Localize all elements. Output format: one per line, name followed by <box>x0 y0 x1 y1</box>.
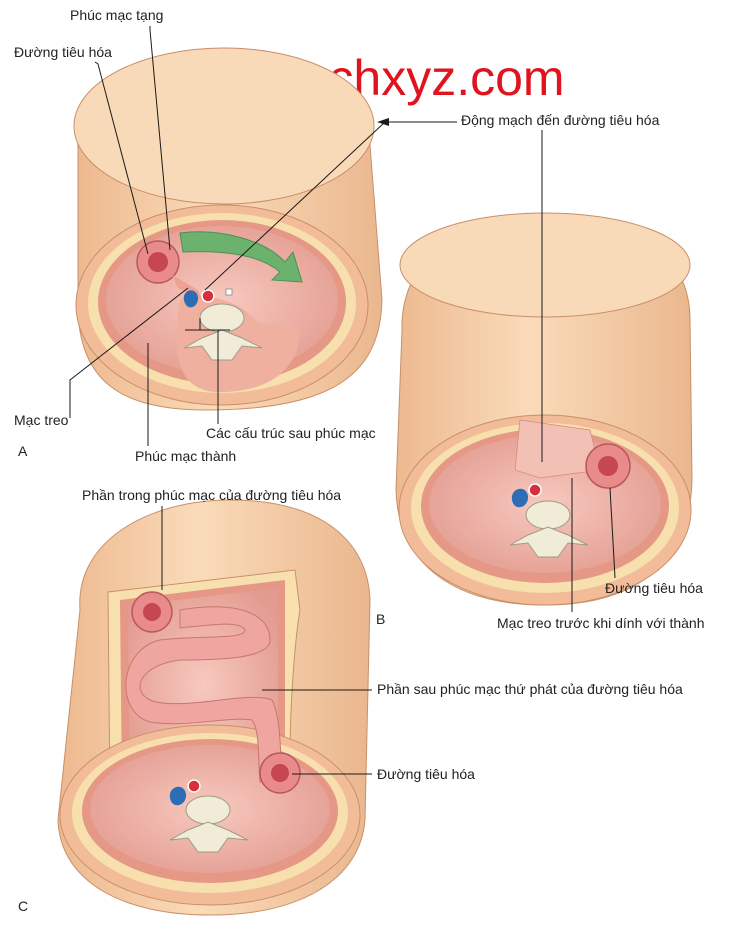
panel-b-illustration <box>395 212 693 606</box>
panel-c-vein <box>169 786 187 806</box>
leader-mesentery <box>69 287 189 418</box>
panel-a-top-rim <box>73 47 375 205</box>
panel-a-vertebra <box>199 303 245 333</box>
panel-b-artery <box>528 483 542 497</box>
leader-visceral-peritoneum <box>149 26 171 251</box>
panel-b-vein <box>511 488 529 508</box>
arrowhead-artery-to-gut <box>377 118 389 126</box>
panel-c-artery <box>187 779 201 793</box>
panel-a-vein <box>183 290 199 308</box>
panel-c-vertebra <box>185 795 231 825</box>
panel-a-artery <box>201 289 215 303</box>
panel-a-gut-lumen <box>148 252 168 272</box>
panel-c-letter: C <box>18 898 28 914</box>
label-artery-to-gut: Động mạch đến đường tiêu hóa <box>461 112 660 128</box>
panel-b-vertebra <box>525 500 571 530</box>
panel-b-top-rim <box>399 212 691 318</box>
label-parietal-peritoneum: Phúc mạc thành <box>135 448 236 464</box>
panel-a-letter: A <box>18 443 28 459</box>
label-gut-c: Đường tiêu hóa <box>377 766 475 782</box>
panel-c-vertebral-arch <box>169 821 249 853</box>
label-intraperitoneal-part: Phần trong phúc mạc của đường tiêu hóa <box>82 487 341 503</box>
panel-a-illustration <box>73 47 383 411</box>
label-gut-b: Đường tiêu hóa <box>605 580 703 596</box>
panel-a-kidney-marker <box>225 288 233 296</box>
label-gut-a: Đường tiêu hóa <box>14 44 112 60</box>
panel-b-vertebral-arch <box>509 526 589 558</box>
panel-c-illustration <box>57 499 371 916</box>
panel-c-gut-bottom-lumen <box>271 764 289 782</box>
panel-b-mesentery-sheet <box>514 419 601 479</box>
label-secondary-retroperitoneal-part: Phần sau phúc mạc thứ phát của đường tiê… <box>377 681 683 697</box>
panel-c-gut-top-lumen <box>143 603 161 621</box>
panel-b-gut-lumen <box>598 456 618 476</box>
leader-gut-a <box>94 61 149 255</box>
panel-b-letter: B <box>376 611 385 627</box>
label-retroperitoneal-structures: Các cấu trúc sau phúc mạc <box>206 425 376 441</box>
label-mesentery-before-fusion: Mạc treo trước khi dính với thành <box>497 615 704 631</box>
panel-a-vertebral-arch <box>183 329 263 361</box>
label-mesentery: Mạc treo <box>14 412 69 428</box>
leader-gut-b <box>609 487 616 579</box>
panel-a-green-arrow <box>179 231 303 283</box>
label-visceral-peritoneum: Phúc mạc tạng <box>70 7 163 23</box>
